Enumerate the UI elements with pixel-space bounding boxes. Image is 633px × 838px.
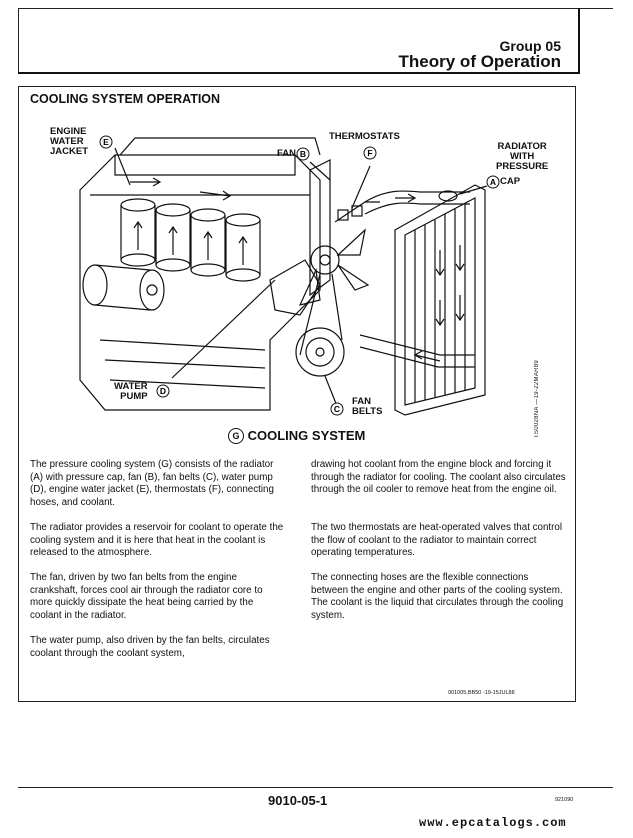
water-pump xyxy=(269,259,321,316)
fan-belts xyxy=(299,273,343,356)
content-frame xyxy=(18,86,576,702)
reference-code: 901005,BB50 -19-15JUL88 xyxy=(448,690,515,696)
cooling-system-diagram: E B F A D C xyxy=(79,135,500,416)
label-fan: FAN xyxy=(277,148,296,159)
page-number: 9010-05-1 xyxy=(268,793,328,808)
upper-hose xyxy=(364,190,470,203)
cylinders xyxy=(120,198,261,282)
caption-letter: G xyxy=(228,428,244,444)
header-left-rule xyxy=(18,8,19,73)
header-right-rule xyxy=(578,8,580,73)
callout-a: A xyxy=(490,177,496,187)
label-fan-belts: FAN BELTS xyxy=(352,396,383,417)
callout-f: F xyxy=(367,148,372,158)
paragraph-right-3: The connecting hoses are the flexible co… xyxy=(311,572,564,621)
section-title: COOLING SYSTEM OPERATION xyxy=(30,92,221,106)
watermark: www.epcatalogs.com xyxy=(419,816,567,830)
caption-text: COOLING SYSTEM xyxy=(247,428,366,443)
header-underline xyxy=(18,72,580,74)
crank-pulley xyxy=(295,327,345,377)
pressure-cap xyxy=(438,190,458,202)
page-code: 921090 xyxy=(555,797,574,803)
paragraph-left-3: The fan, driven by two fan belts from th… xyxy=(30,572,263,621)
paragraph-left-4: The water pump, also driven by the fan b… xyxy=(30,635,270,659)
group-label: Group 05 xyxy=(499,38,561,54)
callouts: E B F A D C xyxy=(99,135,500,416)
paragraph-right-2: The two thermostats are heat-operated va… xyxy=(311,522,563,559)
label-water-pump: WATER PUMP xyxy=(114,381,148,402)
callout-d: D xyxy=(160,386,166,396)
label-radiator: RADIATOR WITH PRESSURE xyxy=(496,141,549,172)
diagram-side-code: TS0028NA —19-22MAR89 xyxy=(534,360,540,439)
footer-rule xyxy=(18,787,613,788)
fan xyxy=(298,228,370,306)
fan-shroud xyxy=(309,159,331,297)
label-cap: CAP xyxy=(500,176,521,187)
diagram-caption: G COOLING SYSTEM xyxy=(228,428,365,444)
paragraph-left-2: The radiator provides a reservoir for co… xyxy=(30,522,284,559)
label-engine-water-jacket: ENGINE WATER JACKET xyxy=(50,126,89,157)
page-title: Theory of Operation xyxy=(398,52,561,71)
paragraph-left-1: The pressure cooling system (G) consists… xyxy=(30,459,274,508)
callout-c: C xyxy=(334,404,340,414)
paragraph-right-1: drawing hot coolant from the engine bloc… xyxy=(311,459,566,496)
callout-b: B xyxy=(300,149,306,159)
callout-e: E xyxy=(103,137,109,147)
lower-hose xyxy=(359,334,475,356)
header-top-rule xyxy=(18,8,613,9)
engine-block-outline xyxy=(79,154,321,411)
label-thermostats: THERMOSTATS xyxy=(329,131,400,142)
radiator xyxy=(394,184,486,416)
